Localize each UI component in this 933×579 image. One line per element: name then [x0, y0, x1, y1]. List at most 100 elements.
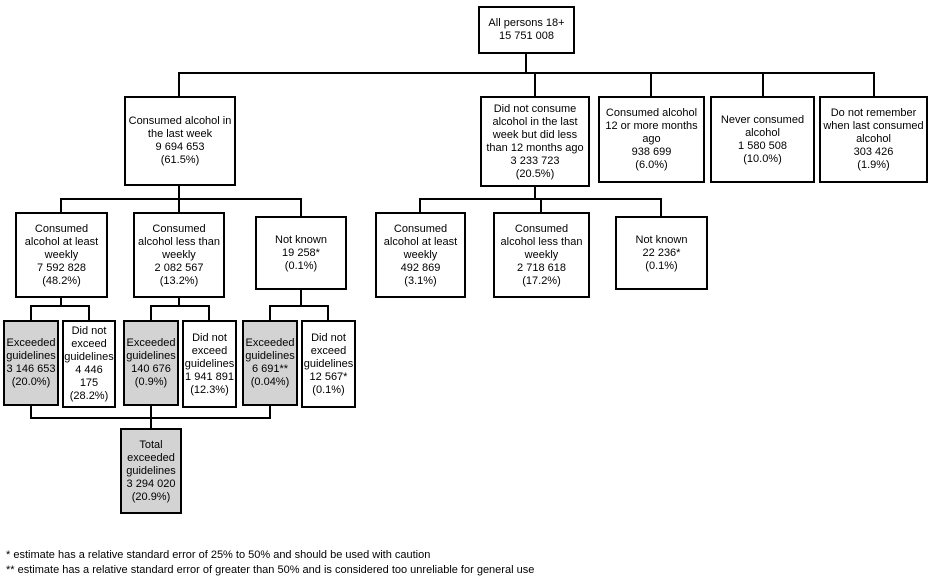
node-lw-nk-did-not-exceed: Did not exceed guidelines 12 567* (0.1%): [301, 320, 356, 408]
node-label: Not known: [275, 233, 327, 246]
node-value: 19 258*: [282, 246, 320, 259]
node-label: Exceeded guidelines: [126, 337, 176, 362]
connector: [650, 72, 652, 96]
node-percent: (20.5%): [515, 167, 555, 180]
node-lw-less-exceeded: Exceeded guidelines 140 676 (0.9%): [123, 320, 179, 406]
connector: [30, 405, 32, 419]
node-value: 22 236*: [642, 246, 681, 259]
node-did-not-consume-last-week: Did not consume alcohol in the last week…: [480, 96, 590, 187]
connector: [208, 305, 210, 322]
node-all-persons: All persons 18+ 15 751 008: [478, 6, 575, 54]
node-label: Consumed alcohol 12 or more months ago: [605, 107, 698, 145]
node-label: Consumed alcohol at least weekly: [383, 222, 458, 261]
node-percent: (3.1%): [404, 274, 437, 287]
node-never-consumed: Never consumed alcohol 1 580 508 (10.0%): [710, 96, 815, 183]
node-label: Consumed alcohol at least weekly: [24, 222, 99, 261]
node-value: 6 691**: [251, 363, 289, 375]
connector: [150, 305, 210, 307]
connector: [60, 297, 62, 307]
node-total-exceeded: Total exceeded guidelines 3 294 020 (20.…: [120, 428, 182, 514]
connector: [300, 198, 302, 218]
connector: [30, 305, 32, 322]
connector: [534, 72, 536, 96]
connector: [60, 198, 302, 200]
node-percent: (0.1%): [284, 259, 318, 272]
connector: [60, 198, 62, 214]
footnote-1: * estimate has a relative standard error…: [6, 549, 431, 561]
connector: [30, 305, 90, 307]
node-label: Exceeded guidelines: [6, 337, 56, 362]
node-percent: (17.2%): [522, 274, 561, 287]
connector: [178, 72, 180, 96]
connector: [540, 198, 542, 214]
node-value: 3 146 653: [6, 363, 56, 375]
connector: [327, 305, 329, 322]
footnote-2: ** estimate has a relative standard erro…: [6, 564, 535, 576]
connector: [534, 186, 536, 199]
node-percent: (12.3%): [190, 383, 229, 396]
node-label: Consumed alcohol less than weekly: [500, 222, 583, 261]
node-value: 492 869: [400, 261, 441, 274]
node-value: 2 718 618: [517, 261, 566, 274]
node-value: 1 941 891: [185, 370, 234, 383]
node-value: 2 082 567: [154, 261, 204, 274]
node-label: Did not consume alcohol in the last week…: [486, 102, 584, 154]
node-lw-weekly-did-not-exceed: Did not exceed guidelines 4 446 175 (28.…: [62, 320, 116, 408]
node-label: Consumed alcohol less than weekly: [138, 222, 220, 261]
node-label: Total exceeded guidelines: [126, 438, 176, 477]
node-value: 303 426: [853, 146, 894, 158]
node-lw-at-least-weekly: Consumed alcohol at least weekly 7 592 8…: [15, 212, 108, 298]
connector: [873, 72, 875, 96]
node-value: 15 751 008: [498, 30, 555, 42]
connector: [88, 305, 90, 322]
node-nlw-not-known: Not known 22 236* (0.1%): [615, 216, 708, 290]
connector: [30, 417, 271, 419]
node-consumed-last-week: Consumed alcohol in the last week 9 694 …: [124, 96, 236, 186]
connector: [178, 185, 180, 199]
node-value: 3 294 020: [126, 477, 176, 490]
connector: [269, 405, 271, 419]
connector: [660, 198, 662, 218]
node-label: Did not exceed guidelines: [184, 331, 235, 370]
node-consumed-12-months-ago: Consumed alcohol 12 or more months ago 9…: [598, 96, 705, 183]
node-percent: (28.2%): [69, 390, 109, 402]
connector: [419, 198, 421, 214]
node-value: 9 694 653: [155, 141, 205, 153]
node-label: Never consumed alcohol: [720, 113, 805, 139]
node-label: Exceeded guidelines: [245, 337, 295, 362]
node-lw-nk-exceeded: Exceeded guidelines 6 691** (0.04%): [242, 320, 298, 406]
node-value: 7 592 828: [37, 261, 86, 274]
connector: [762, 72, 764, 96]
node-percent: (61.5%): [160, 154, 200, 166]
node-lw-less-than-weekly: Consumed alcohol less than weekly 2 082 …: [133, 212, 225, 298]
node-label: All persons 18+: [488, 17, 565, 29]
node-nlw-at-least-weekly: Consumed alcohol at least weekly 492 869…: [375, 212, 466, 298]
node-percent: (20.9%): [131, 490, 171, 503]
node-percent: (6.0%): [635, 159, 668, 171]
connector: [178, 198, 180, 214]
node-nlw-less-than-weekly: Consumed alcohol less than weekly 2 718 …: [493, 212, 590, 298]
node-label: Consumed alcohol in the last week: [128, 115, 232, 140]
node-percent: (0.1%): [645, 259, 678, 272]
node-percent: (0.1%): [312, 383, 345, 396]
node-value: 4 446 175: [75, 364, 103, 389]
node-label: Did not exceed guidelines: [64, 325, 114, 363]
node-percent: (20.0%): [11, 376, 51, 388]
connector: [525, 53, 527, 74]
connector: [150, 305, 152, 322]
node-label: Not known: [635, 233, 688, 246]
node-label: Do not remember when last consumed alcoh…: [823, 107, 924, 145]
node-percent: (10.0%): [743, 152, 782, 165]
connector: [269, 305, 329, 307]
connector: [178, 297, 180, 307]
node-value: 140 676: [131, 363, 171, 375]
node-lw-weekly-exceeded: Exceeded guidelines 3 146 653 (20.0%): [3, 320, 59, 406]
node-do-not-remember: Do not remember when last consumed alcoh…: [819, 96, 928, 183]
node-value: 3 233 723: [510, 154, 560, 167]
node-lw-not-known: Not known 19 258* (0.1%): [255, 216, 347, 290]
node-percent: (0.04%): [250, 376, 290, 388]
node-lw-less-did-not-exceed: Did not exceed guidelines 1 941 891 (12.…: [182, 320, 237, 408]
node-percent: (13.2%): [159, 274, 199, 287]
node-percent: (0.9%): [134, 376, 168, 388]
